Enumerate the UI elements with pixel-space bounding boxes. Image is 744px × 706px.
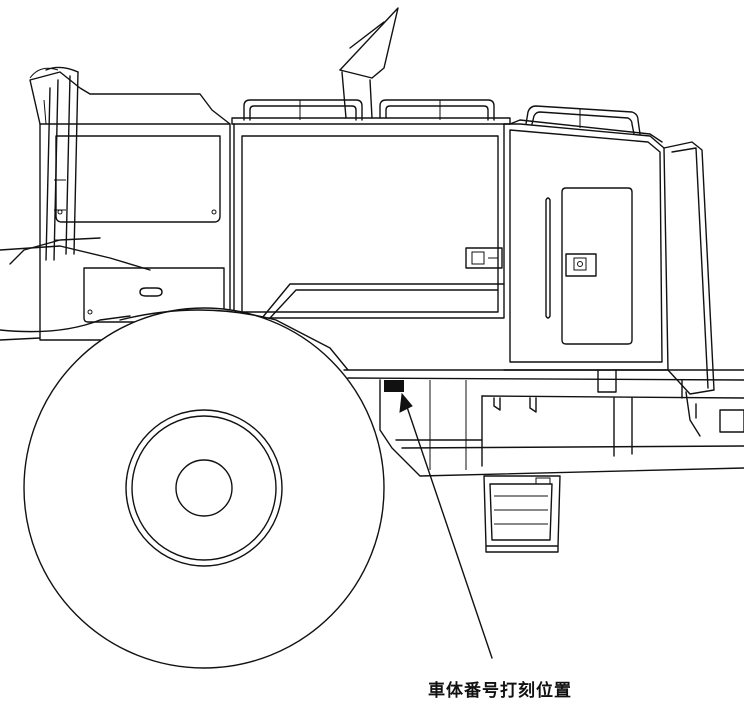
ladder-handrail — [29, 66, 79, 261]
top-deck — [231, 117, 663, 143]
front-fender — [0, 237, 151, 341]
cab-section — [29, 71, 231, 341]
engine-hood — [233, 123, 505, 319]
radiator-grill — [663, 141, 715, 437]
front-wheel — [23, 307, 385, 669]
wheel-arch — [119, 309, 349, 371]
chassis-frame — [343, 369, 744, 477]
serial-number-location-marker — [384, 380, 404, 392]
top-handrails — [243, 99, 641, 135]
serial-number-location-label: 車体番号打刻位置 — [428, 681, 572, 701]
rear-hood — [503, 123, 669, 371]
access-step — [483, 475, 561, 553]
callout-leader-arrow — [399, 392, 493, 659]
exhaust-stack — [339, 7, 399, 119]
